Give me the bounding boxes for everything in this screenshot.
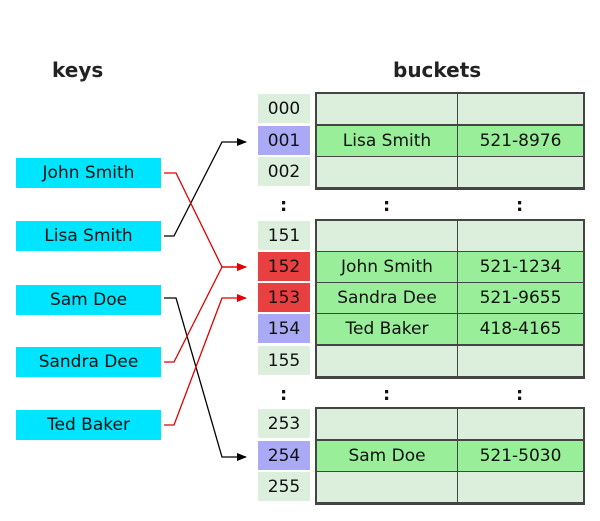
- bucket-index-153: 153: [258, 283, 310, 312]
- bucket-index-155: 155: [258, 346, 310, 375]
- bucket-name-cell: [316, 345, 458, 377]
- bucket-name-cell: Ted Baker: [316, 313, 458, 345]
- bucket-index-152: 152: [258, 252, 310, 281]
- bucket-phone-cell: [457, 471, 584, 503]
- arrow-sam-doe-to-254: [164, 297, 247, 461]
- arrow-john-smith-to-152: [164, 172, 247, 271]
- index-ellipsis: :: [280, 384, 288, 405]
- bucket-phone-cell: 521-9655: [457, 282, 584, 314]
- bucket-name-cell: Lisa Smith: [316, 125, 458, 157]
- arrow-ted-baker-to-153: [164, 294, 247, 426]
- bucket-index-154: 154: [258, 314, 310, 343]
- bucket-phone-cell: [457, 156, 584, 188]
- phone-ellipsis: :: [516, 195, 524, 216]
- buckets-heading: buckets: [393, 58, 482, 82]
- bucket-index-001: 001: [258, 126, 310, 155]
- bucket-index-253: 253: [258, 409, 310, 438]
- key-lisa-smith: Lisa Smith: [16, 221, 161, 251]
- bucket-index-002: 002: [258, 157, 310, 186]
- phone-ellipsis: :: [516, 384, 524, 405]
- bucket-phone-cell: 521-8976: [457, 125, 584, 157]
- bucket-phone-cell: [457, 93, 584, 125]
- key-john-smith: John Smith: [16, 158, 161, 188]
- bucket-index-254: 254: [258, 441, 310, 470]
- keys-heading: keys: [52, 58, 104, 82]
- bucket-index-000: 000: [258, 94, 310, 123]
- arrow-lisa-smith-to-001: [164, 138, 247, 237]
- key-sam-doe: Sam Doe: [16, 285, 161, 315]
- index-ellipsis: :: [280, 195, 288, 216]
- bucket-phone-cell: [457, 220, 584, 252]
- key-ted-baker: Ted Baker: [16, 410, 161, 440]
- bucket-name-cell: Sandra Dee: [316, 282, 458, 314]
- name-ellipsis: :: [383, 195, 391, 216]
- key-sandra-dee: Sandra Dee: [16, 347, 161, 377]
- arrow-sandra-dee-to-152: [164, 263, 247, 363]
- bucket-phone-cell: 418-4165: [457, 313, 584, 345]
- name-ellipsis: :: [383, 384, 391, 405]
- bucket-index-151: 151: [258, 221, 310, 250]
- bucket-phone-cell: 521-5030: [457, 440, 584, 472]
- bucket-index-255: 255: [258, 472, 310, 501]
